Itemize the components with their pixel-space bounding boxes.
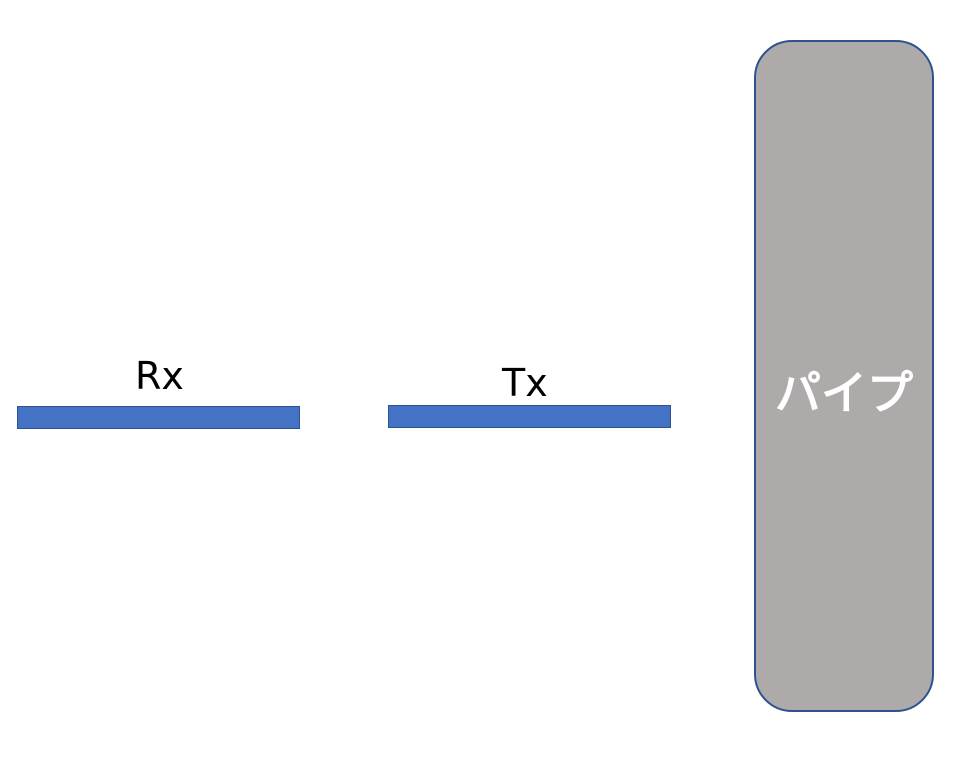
rx-label: Rx (135, 354, 184, 398)
tx-sensor-bar (388, 405, 671, 428)
pipe-shape: パイプ (754, 40, 934, 712)
tx-label: Tx (502, 361, 548, 405)
pipe-label: パイプ (775, 366, 913, 420)
rx-sensor-bar (17, 406, 300, 429)
